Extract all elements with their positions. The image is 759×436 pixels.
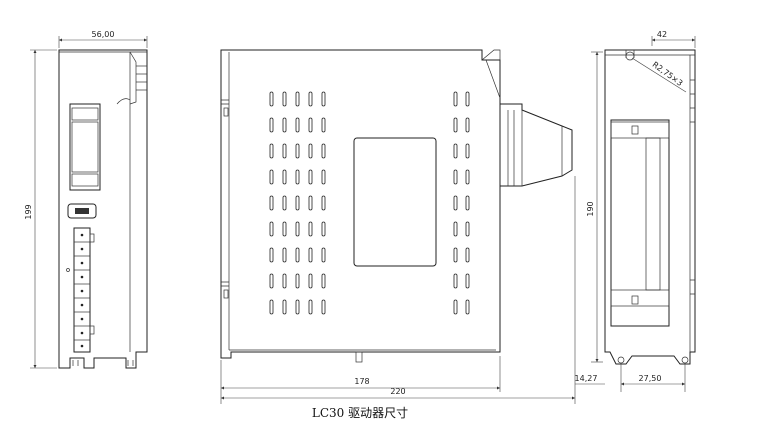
vent-slot [453, 117, 458, 133]
vent-slot [295, 299, 300, 315]
vent-slot [269, 221, 274, 237]
vent-slot [453, 247, 458, 263]
vent-slot [269, 195, 274, 211]
vent-slot [453, 91, 458, 107]
vent-slot [282, 221, 287, 237]
vent-slot [453, 221, 458, 237]
drawing-caption: LC30 驱动器尺寸 [311, 406, 409, 420]
vent-slot [282, 195, 287, 211]
vent-slot [321, 195, 326, 211]
front-width-label: 56,00 [92, 30, 115, 39]
vent-slot [453, 169, 458, 185]
vent-slot [295, 273, 300, 289]
vent-slot [321, 143, 326, 159]
vent-slot [295, 169, 300, 185]
vent-slot [269, 143, 274, 159]
vent-slot [282, 169, 287, 185]
back-height-label: 190 [586, 201, 595, 216]
side-view: 178 220 14,27 [220, 49, 605, 404]
vent-slot [282, 299, 287, 315]
vent-slot [282, 91, 287, 107]
vent-slot [295, 195, 300, 211]
side-connector [500, 103, 573, 187]
vent-slot [308, 273, 313, 289]
usb-port [67, 203, 97, 219]
back-view-outline [604, 49, 696, 365]
vent-slot [282, 143, 287, 159]
vent-slot [465, 195, 470, 211]
vent-slot [465, 117, 470, 133]
vent-slot [465, 221, 470, 237]
vent-slot [295, 247, 300, 263]
vent-slot [321, 169, 326, 185]
vent-slot [465, 91, 470, 107]
vent-slot [321, 273, 326, 289]
vent-slot [295, 91, 300, 107]
vent-slot [453, 143, 458, 159]
front-height-label: 199 [24, 204, 33, 219]
vent-slot [269, 299, 274, 315]
front-view: 56,00 199 [24, 30, 148, 369]
vent-slot [465, 169, 470, 185]
back-view: R2,75×3 42 190 27,50 [586, 30, 696, 392]
vent-slot [465, 143, 470, 159]
vent-slot [269, 117, 274, 133]
vent-slot [269, 169, 274, 185]
back-rail-panel [610, 119, 670, 327]
vent-slot [269, 247, 274, 263]
vent-slot [308, 91, 313, 107]
back-width-label: 42 [657, 30, 667, 39]
vent-slot [269, 273, 274, 289]
vent-slot [295, 117, 300, 133]
back-spacing-label: 27,50 [639, 374, 662, 383]
vent-slot [308, 117, 313, 133]
vent-slot [308, 143, 313, 159]
vent-slot [453, 195, 458, 211]
radius-label: R2,75×3 [651, 60, 685, 88]
side-total-label: 220 [390, 387, 405, 396]
vent-slot [321, 91, 326, 107]
vent-slot [321, 221, 326, 237]
vent-slot [282, 273, 287, 289]
vent-slot [465, 273, 470, 289]
terminal-block [66, 227, 95, 353]
vent-slot [465, 299, 470, 315]
vent-slot [308, 195, 313, 211]
side-depth-label: 178 [354, 377, 369, 386]
vent-slot [321, 117, 326, 133]
vent-slot [321, 299, 326, 315]
vent-slot [308, 299, 313, 315]
front-view-outline [58, 49, 148, 369]
vent-slot [465, 247, 470, 263]
vent-slot [453, 299, 458, 315]
vent-slot [308, 247, 313, 263]
vent-slot [282, 247, 287, 263]
display-window [69, 103, 101, 191]
side-label-window [353, 137, 437, 267]
vent-slot [308, 221, 313, 237]
vent-slot [453, 273, 458, 289]
side-view-outline [220, 49, 501, 359]
vent-slot [269, 91, 274, 107]
offset-label: 14,27 [575, 374, 598, 383]
vent-slot [321, 247, 326, 263]
vent-slot [282, 117, 287, 133]
vent-slots [269, 91, 470, 315]
vent-slot [295, 221, 300, 237]
vent-slot [308, 169, 313, 185]
vent-slot [295, 143, 300, 159]
